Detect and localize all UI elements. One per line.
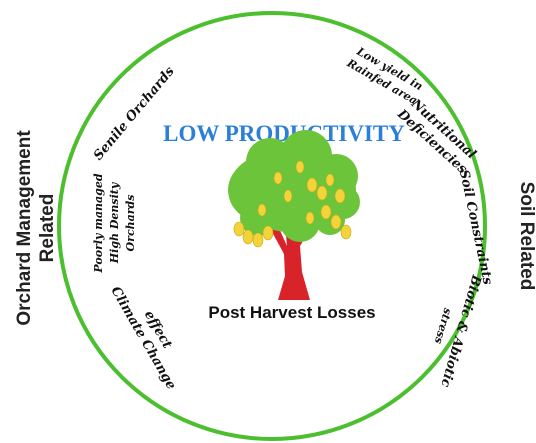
soil-constraints-label: Soil Constraints	[456, 168, 495, 286]
center-title: LOW PRODUCTIVITY	[163, 121, 405, 146]
mango-tree-illustration	[228, 130, 360, 300]
nutritional-deficiencies-label: Nutritional Deficiencies	[393, 96, 478, 178]
svg-text:Orchards: Orchards	[124, 195, 137, 252]
left-side-label: Orchard Management Related	[14, 130, 58, 326]
right-side-label: Soil Related	[516, 182, 536, 291]
left-side-line1: Orchard Management	[14, 130, 35, 326]
senile-orchards-label: Senile Orchards	[91, 64, 178, 164]
low-yield-label: Low yield in Rainfed area	[344, 44, 425, 107]
svg-text:Poorly managed: Poorly managed	[92, 173, 105, 273]
mango-fruits	[233, 160, 352, 248]
left-side-line2: Related	[37, 194, 58, 263]
post-harvest-label: Post Harvest Losses	[208, 303, 375, 322]
svg-text:High Density: High Density	[108, 181, 121, 264]
outer-ring	[57, 11, 487, 441]
poorly-managed-label: Poorly managed High Density Orchards	[92, 173, 137, 273]
